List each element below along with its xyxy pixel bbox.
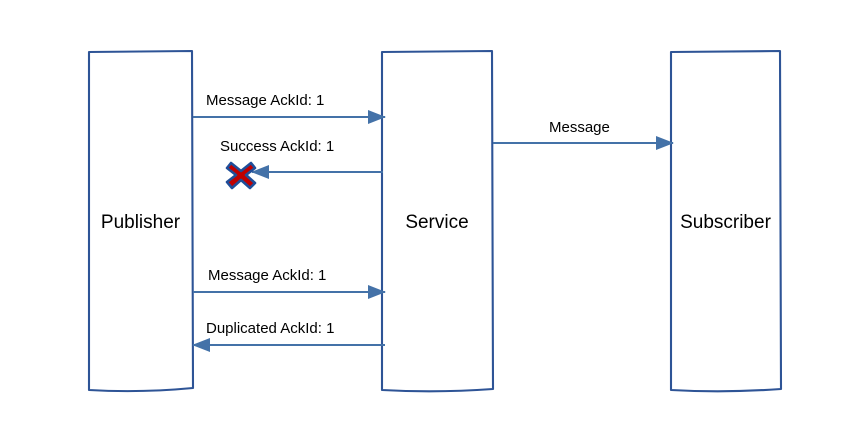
- lifeline-label-subscriber: Subscriber: [680, 212, 771, 233]
- lifeline-box-subscriber[interactable]: [669, 49, 783, 393]
- failure-x-icon: [225, 161, 257, 190]
- lifeline-box-publisher[interactable]: [87, 49, 195, 393]
- message-label-1: Message AckId: 1: [206, 92, 325, 109]
- message-label-3: Message: [549, 119, 610, 136]
- message-label-2: Success AckId: 1: [220, 138, 335, 155]
- lifeline-label-service: Service: [405, 212, 469, 233]
- lifeline-label-publisher: Publisher: [100, 212, 181, 233]
- message-label-4: Message AckId: 1: [208, 267, 327, 284]
- message-label-5: Duplicated AckId: 1: [206, 320, 335, 337]
- lifeline-box-service[interactable]: [380, 49, 495, 393]
